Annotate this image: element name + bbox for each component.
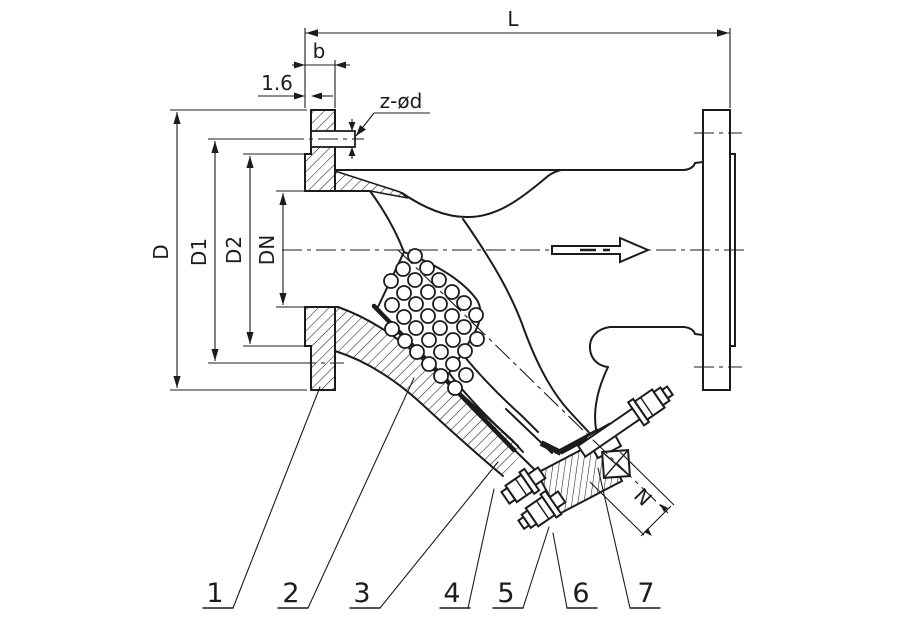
drain-plug-square (601, 449, 631, 479)
flow-arrow (551, 236, 651, 264)
nut-lower (517, 489, 567, 531)
strainer-screen (371, 248, 517, 453)
callout-2: 2 (282, 578, 299, 609)
callout-6: 6 (572, 578, 589, 609)
left-flange-bottom-section (304, 306, 336, 391)
part-callouts: 1 2 3 4 5 6 7 (202, 377, 661, 609)
dim-D1: D1 (187, 138, 298, 364)
dim-L: L (304, 7, 731, 108)
screen-perforations (383, 248, 485, 396)
bolt-lower (500, 466, 547, 505)
dim-label-DN: DN (255, 235, 279, 265)
dim-label-D: D (149, 244, 173, 259)
dim-D: D (149, 109, 307, 391)
dim-raised-face: 1.6 (258, 71, 333, 100)
callout-4: 4 (443, 578, 460, 609)
callout-1: 1 (206, 578, 223, 609)
cover-assembly (487, 385, 675, 531)
pipe-body (304, 161, 704, 477)
left-flange (284, 109, 364, 391)
dim-label-raised-face: 1.6 (261, 71, 293, 95)
dim-label-L: L (507, 7, 519, 31)
branch-wall-section (335, 307, 523, 476)
callout-5: 5 (497, 578, 514, 609)
dim-DN: DN (255, 190, 305, 308)
dim-D2: D2 (222, 153, 305, 347)
branch-centerline (397, 249, 669, 514)
dim-label-N: N (629, 483, 657, 511)
dim-label-D1: D1 (187, 238, 211, 266)
dim-label-bolt-holes: z-ød (380, 89, 423, 113)
callout-7: 7 (637, 578, 654, 609)
bolt-upper (576, 385, 675, 459)
callout-3: 3 (353, 578, 370, 609)
dim-label-b: b (313, 39, 326, 63)
dim-b: b (292, 39, 350, 108)
dim-label-D2: D2 (222, 236, 246, 264)
dim-bolt-holes: z-ød (348, 89, 430, 159)
left-flange-top-section (304, 109, 336, 192)
